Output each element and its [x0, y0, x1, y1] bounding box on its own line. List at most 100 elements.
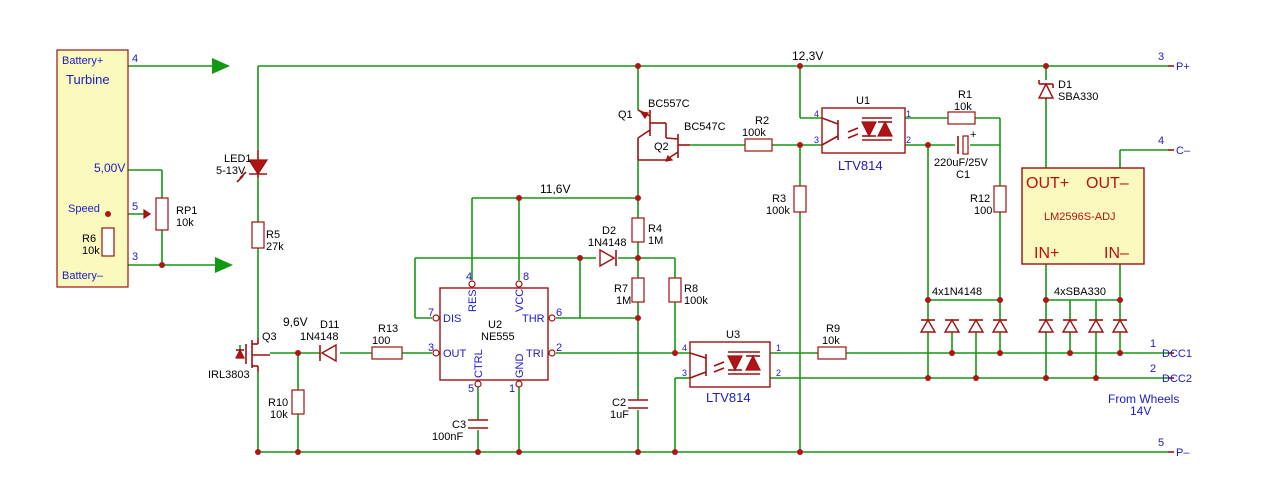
conn-num-p-minus: 5 [1158, 437, 1164, 449]
conn-num-p-plus: 3 [1158, 51, 1164, 63]
r7-ref: R7 [614, 283, 628, 295]
u2-num-6: 6 [556, 307, 562, 319]
u2-name: NE555 [481, 331, 515, 343]
u1-num-3: 3 [814, 135, 819, 145]
lm2596-regulator: OUT+ OUT– LM2596S-ADJ IN+ IN– [1021, 167, 1145, 265]
u2-num-3: 3 [428, 342, 434, 354]
wires [60, 65, 1168, 453]
r1-value: 10k [954, 101, 972, 113]
r3-resistor: R3 100k [766, 185, 807, 217]
r4-value: 1M [648, 235, 663, 247]
u1-num-4: 4 [814, 109, 819, 119]
u3-name: LTV814 [706, 390, 751, 405]
u2-num-7: 7 [428, 307, 434, 319]
d1-value: SBA330 [1058, 91, 1098, 103]
u2-pin-out: OUT [443, 348, 467, 360]
q3-mosfet: Q3 IRL3803 [208, 331, 277, 381]
bridge-sba330: 4xSBA330 [1037, 286, 1129, 333]
c1-ref: C1 [956, 169, 970, 181]
d11-value: 1N4148 [300, 331, 339, 343]
u1-optocoupler: U1 LTV814 4 3 1 2 [814, 95, 911, 173]
r2-value: 100k [742, 127, 766, 139]
u2-pin-tri: TRI [526, 348, 544, 360]
u1-num-1: 1 [906, 109, 911, 119]
d11-ref: D11 [320, 319, 339, 331]
u1-ref: U1 [856, 95, 870, 107]
u2-pin-dis: DIS [443, 313, 461, 325]
q3-ref: Q3 [262, 331, 277, 343]
q1-transistor: Q1 BC557C [618, 98, 690, 160]
reg-out-plus: OUT+ [1026, 175, 1069, 192]
r13-value: 100 [372, 335, 390, 347]
r13-resistor: R13 100 [371, 323, 403, 360]
c1-polarity: + [970, 129, 976, 141]
rp1-ref: RP1 [176, 205, 197, 217]
u3-num-3: 3 [682, 368, 687, 378]
reg-in-minus: IN– [1104, 245, 1129, 262]
r6-ref: R6 [82, 233, 96, 245]
r4-resistor: R4 1M [631, 217, 663, 247]
r3-value: 100k [766, 205, 790, 217]
rp1-value: 10k [176, 217, 194, 229]
conn-name-p-plus: P+ [1176, 61, 1190, 73]
r10-resistor: R10 10k [268, 389, 305, 421]
turbine-title: Turbine [66, 72, 110, 87]
u2-num-4: 4 [466, 271, 472, 283]
u3-optocoupler: U3 LTV814 4 3 1 2 [682, 329, 781, 405]
u2-num-8: 8 [523, 271, 529, 283]
battery-minus-pin-label: Battery– [62, 270, 104, 282]
r6-value: 10k [82, 245, 100, 257]
d11-diode: D11 1N4148 [300, 319, 339, 363]
u3-num-1: 1 [776, 343, 781, 353]
q2-value: BC547C [684, 121, 726, 133]
r8-ref: R8 [684, 283, 698, 295]
r5-ref: R5 [266, 229, 280, 241]
net-12v3: 12,3V [792, 49, 823, 63]
reg-out-minus: OUT– [1086, 175, 1129, 192]
d2-diode: D2 1N4148 [588, 225, 627, 268]
u2-num-1: 1 [509, 383, 515, 395]
c2-value: 1uF [610, 409, 629, 421]
q1-ref: Q1 [618, 109, 633, 121]
c1-capacitor: + 220uF/25V C1 [934, 129, 988, 181]
bridge-1n4148: 4x1N4148 [919, 286, 1009, 333]
r7-resistor: R7 1M [614, 277, 645, 307]
d2-ref: D2 [602, 225, 616, 237]
r12-ref: R12 [970, 193, 990, 205]
d1-ref: D1 [1058, 79, 1072, 91]
u2-pin-res: RES [467, 289, 479, 312]
conn-name-dcc1: DCC1 [1162, 348, 1192, 360]
c3-ref: C3 [452, 419, 466, 431]
u2-pin-thr: THR [522, 313, 545, 325]
r10-value: 10k [270, 409, 288, 421]
u2-ne555: DIS OUT THR TRI RES VCC CTRL GND U2 NE55… [428, 271, 562, 395]
r2-resistor: R2 100k [742, 115, 773, 152]
turbine-pin-4: 4 [132, 53, 138, 65]
junction-dots [105, 63, 1123, 455]
q3-value: IRL3803 [208, 369, 250, 381]
c2-capacitor: C2 1uF [610, 397, 648, 421]
q2-transistor: Q2 BC547C [638, 121, 726, 162]
r3-ref: R3 [772, 193, 786, 205]
volt-5v-label: 5,00V [94, 161, 125, 175]
input-arrows [212, 58, 233, 273]
r8-value: 100k [684, 295, 708, 307]
r1-ref: R1 [958, 89, 972, 101]
u2-pin-gnd: GND [514, 354, 526, 379]
r4-ref: R4 [648, 223, 662, 235]
r9-ref: R9 [826, 323, 840, 335]
r5-resistor: R5 27k [251, 221, 284, 253]
net-9v6: 9,6V [283, 315, 308, 329]
r8-resistor: R8 100k [668, 277, 708, 307]
u2-pin-ctrl: CTRL [473, 349, 485, 378]
r9-value: 10k [822, 335, 840, 347]
r13-ref: R13 [378, 323, 398, 335]
c1-value: 220uF/25V [934, 157, 988, 169]
from-wheels-line2: 14V [1130, 404, 1151, 418]
led1: LED1 5-13V [216, 150, 269, 183]
r12-resistor: R12 100 [970, 185, 1007, 217]
u3-num-4: 4 [682, 343, 687, 353]
u2-ref: U2 [488, 319, 502, 331]
u1-num-2: 2 [906, 135, 911, 145]
